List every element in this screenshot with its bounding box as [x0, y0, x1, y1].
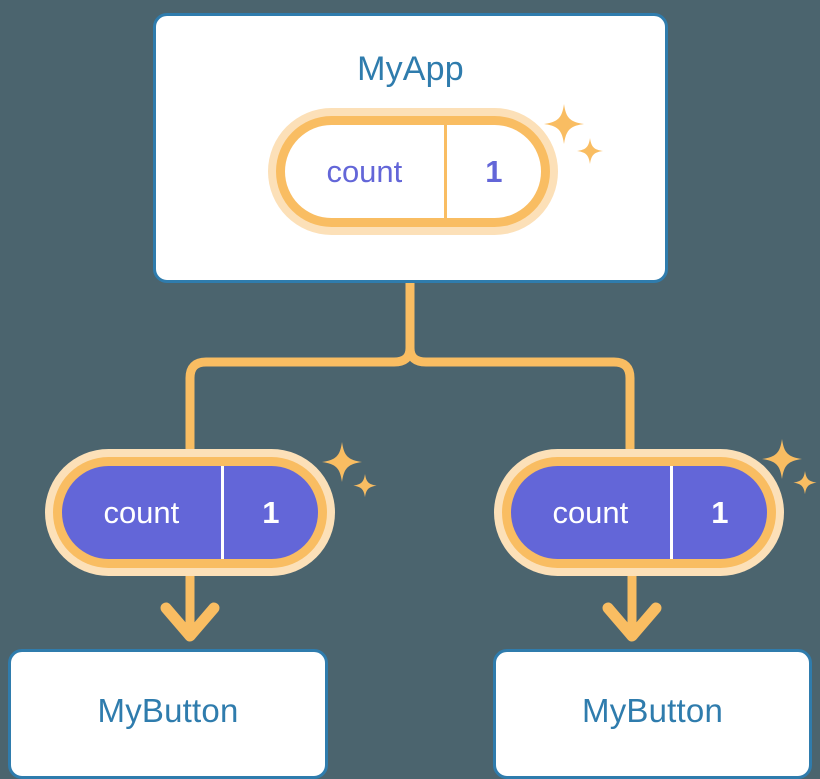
state-key: count: [103, 494, 180, 530]
mybutton-label: MyButton: [97, 692, 239, 729]
pill-body: count 1: [511, 466, 767, 559]
sparkle-icon: [793, 471, 817, 495]
state-value: 1: [669, 466, 767, 559]
state-pill-myapp[interactable]: count 1: [268, 108, 558, 235]
mybutton-label: MyButton: [582, 692, 723, 729]
sparkle-icon: [353, 474, 377, 498]
connector-branches: [185, 343, 635, 454]
page-title: MyApp: [357, 50, 464, 88]
arrow-down-icon-left: [160, 576, 220, 642]
state-key: count: [326, 153, 403, 189]
arrow-down-icon-right: [602, 576, 662, 642]
state-key: count: [552, 494, 629, 530]
state-pill-right[interactable]: count 1: [494, 449, 784, 576]
pill-body: count 1: [62, 466, 318, 559]
pill-body: count 1: [285, 125, 541, 218]
mybutton-card-left[interactable]: MyButton: [8, 649, 328, 779]
mybutton-card-right[interactable]: MyButton: [493, 649, 812, 779]
state-value: 1: [443, 125, 541, 218]
state-value: 1: [220, 466, 318, 559]
state-pill-left[interactable]: count 1: [45, 449, 335, 576]
